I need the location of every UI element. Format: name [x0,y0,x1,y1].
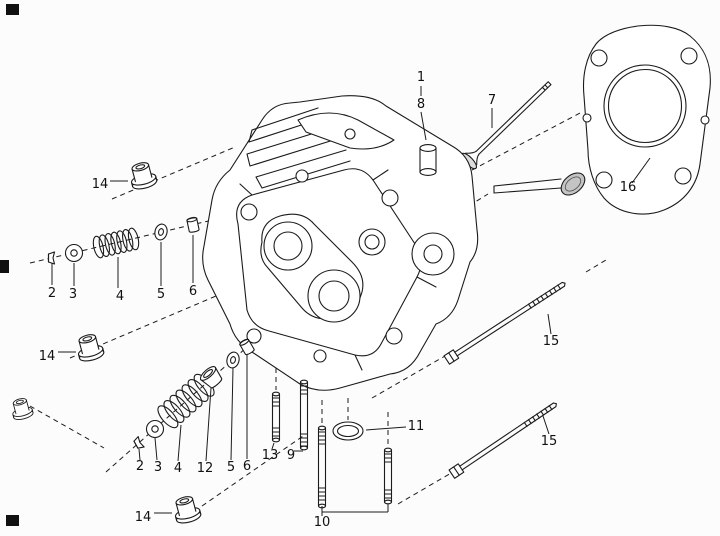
plug-14-bottom [170,493,203,526]
part-label-15: 15 [541,434,558,449]
part-label-2: 2 [48,286,56,301]
port-exhaust [307,269,361,323]
spring-group-lower [132,337,256,451]
bolt-15-lower [448,402,557,479]
valve-spring-lower [157,373,215,429]
dowel-8 [419,144,437,176]
part-label-4: 4 [174,461,182,476]
valve-intake [493,172,586,196]
plug-14-middle [73,331,106,364]
part-label-9: 9 [287,448,295,463]
part-label-1: 1 [417,70,425,85]
stud-10-left [317,425,327,509]
part-label-5: 5 [227,460,235,475]
valve-exhaust [460,81,552,170]
part-label-13: 13 [262,448,279,463]
part-label-8: 8 [417,97,425,112]
part-label-12: 12 [197,461,214,476]
part-label-6: 6 [189,284,197,299]
part-label-14: 14 [92,177,109,192]
cylinder-head [202,95,479,391]
part-label-16: 16 [620,180,637,195]
part-label-14: 14 [39,349,56,364]
part-label-3: 3 [154,460,162,475]
gasket-bore [603,64,687,148]
part-label-14: 14 [135,510,152,525]
part-label-4: 4 [116,289,124,304]
spark-plug-hole [358,228,386,256]
callout-leader-lines [51,86,651,516]
part-label-6: 6 [243,459,251,474]
port-intake [263,221,313,271]
part-label-2: 2 [136,459,144,474]
part-label-3: 3 [69,287,77,302]
part-label-11: 11 [408,419,425,434]
corner-mark-top-left [6,4,19,15]
corner-mark-bottom-left [6,515,19,526]
head-gasket [582,24,711,215]
part-label-5: 5 [157,287,165,302]
part-label-15: 15 [543,334,560,349]
valve-spring-upper [92,227,140,259]
part-label-7: 7 [488,93,496,108]
o-ring-11 [332,421,364,441]
edge-mark-left [0,260,9,273]
assembly-axis-lines [29,111,607,507]
plug-14-top [126,159,159,192]
stud-9 [299,379,309,451]
bolt-15-upper [443,281,566,365]
stud-10-right [383,447,393,505]
plug-14-small [8,396,35,422]
part-label-10: 10 [314,515,331,530]
stud-13 [271,391,281,443]
spring-group-upper [47,216,200,265]
